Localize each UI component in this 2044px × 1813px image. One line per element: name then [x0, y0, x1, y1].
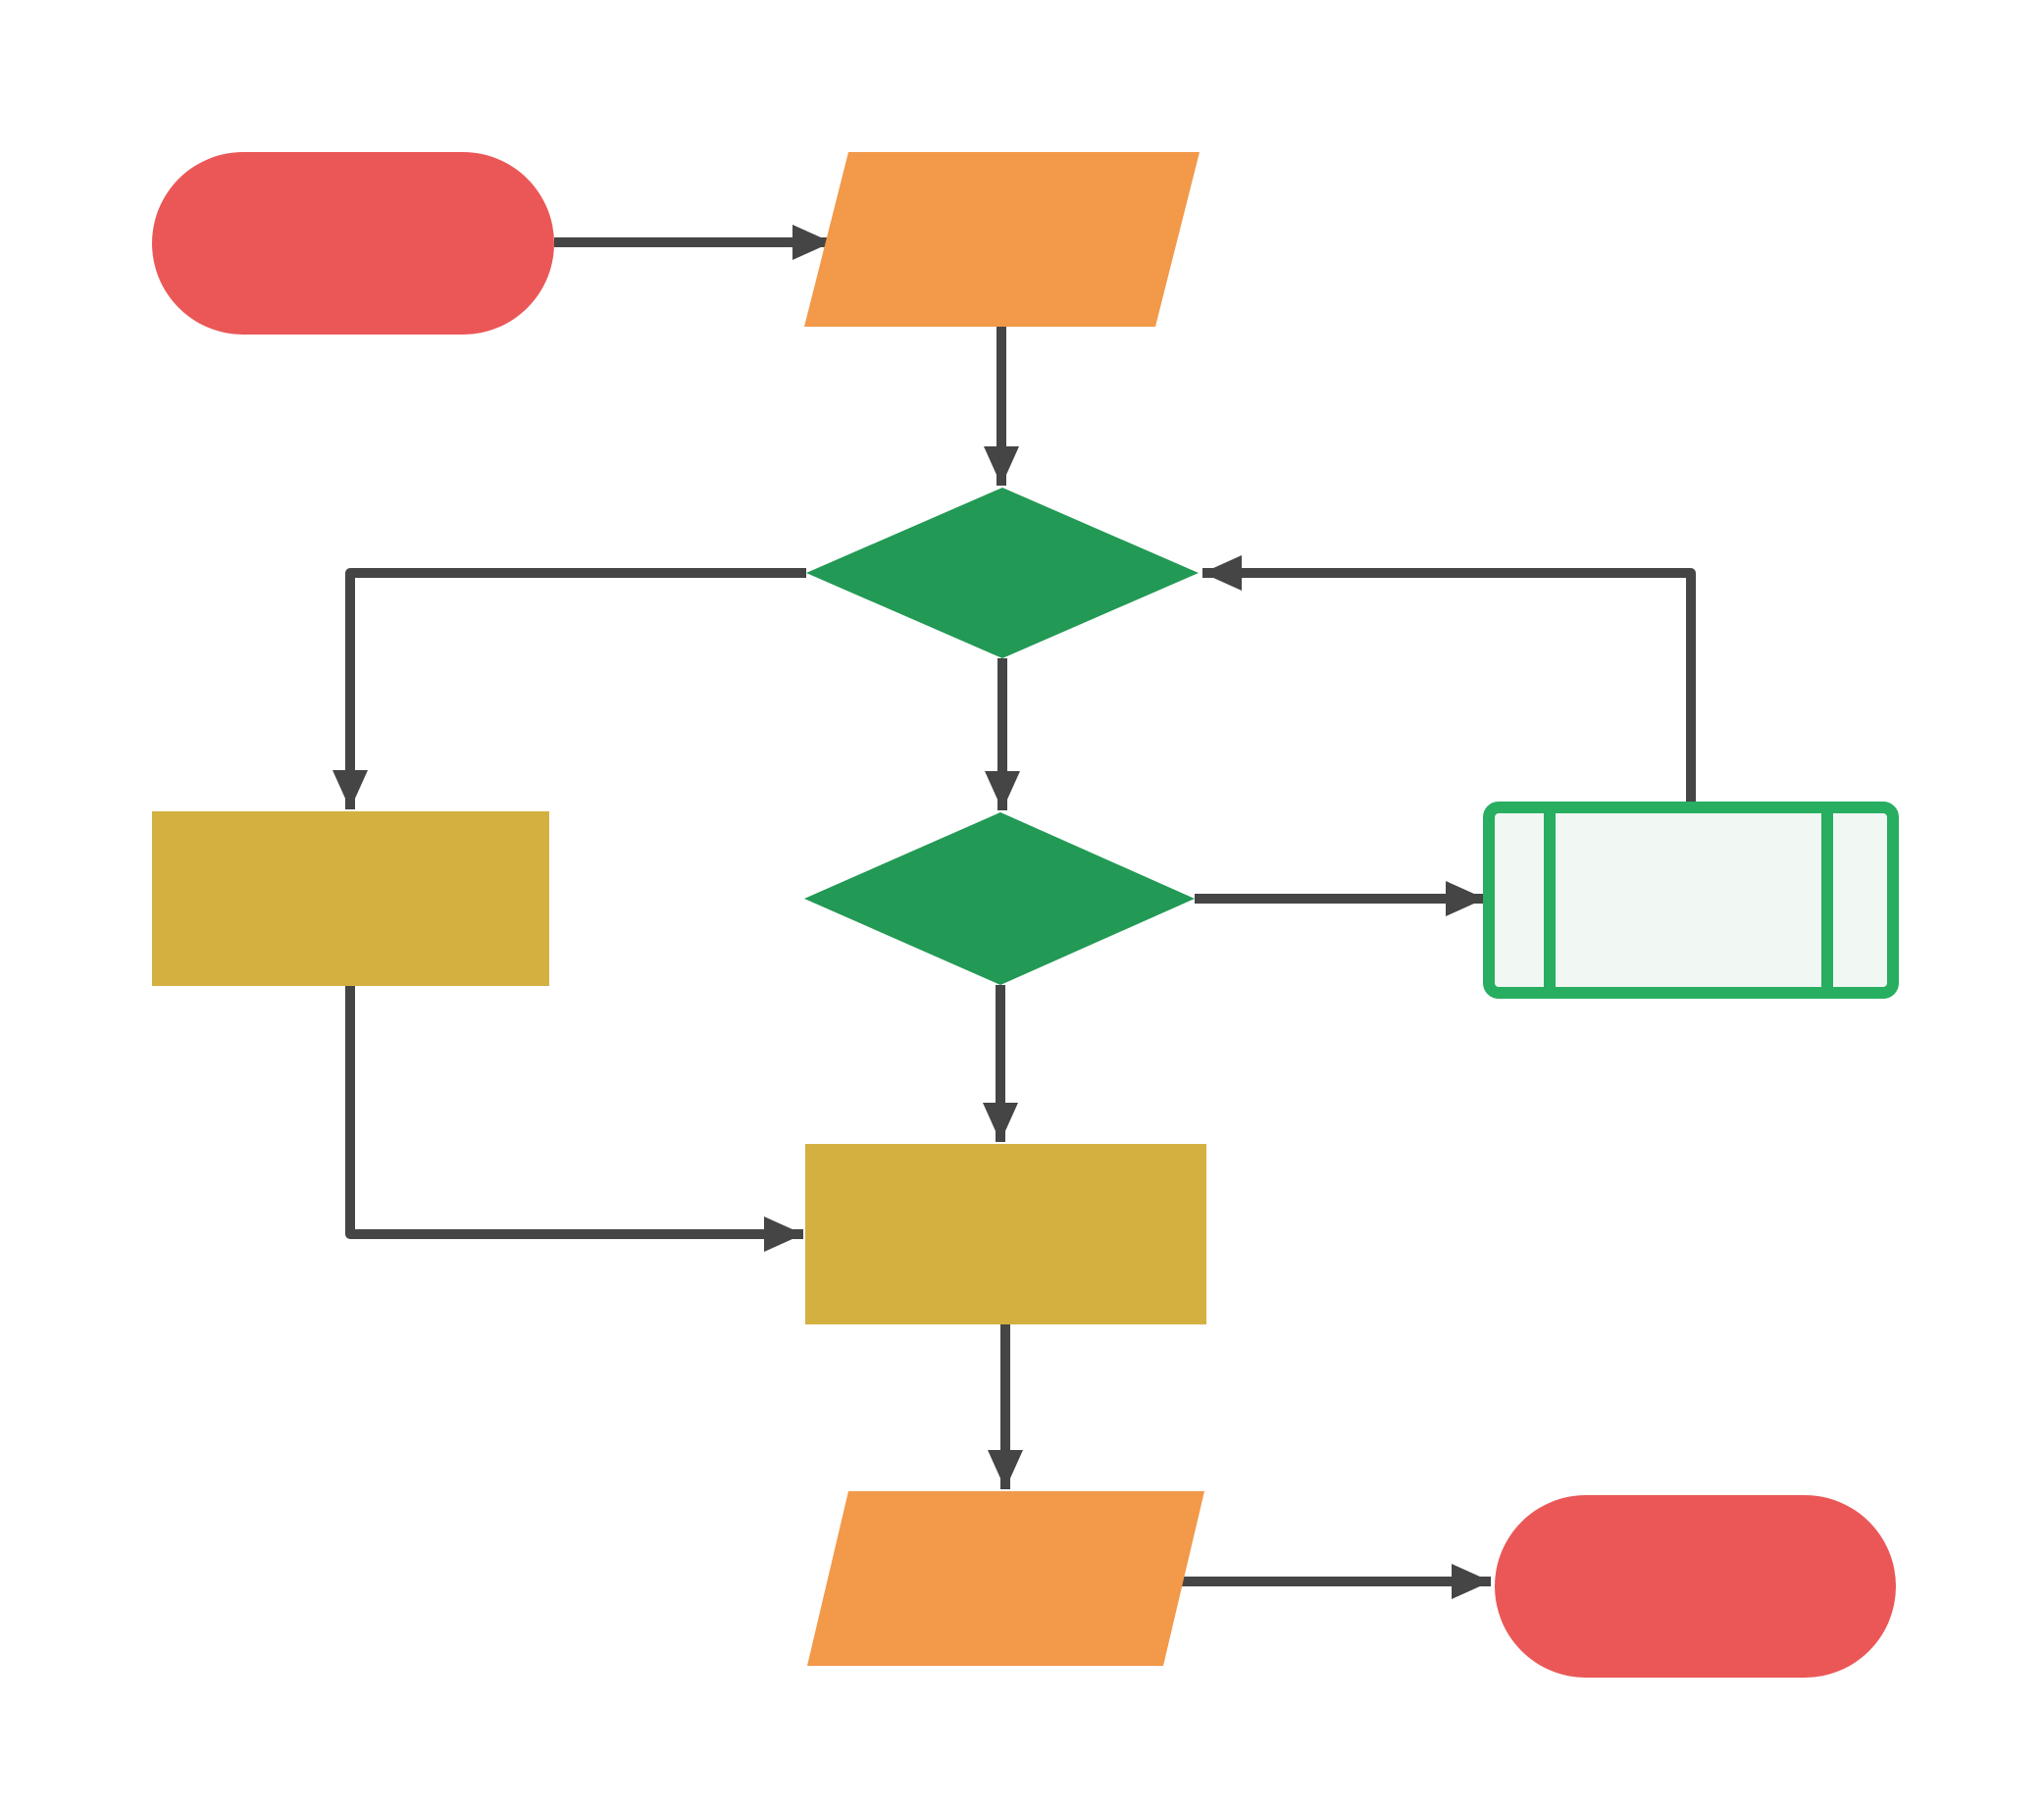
- end-terminator-node[interactable]: [1495, 1495, 1896, 1678]
- process-left-node[interactable]: [152, 811, 549, 986]
- decision-2-node[interactable]: [804, 812, 1195, 985]
- arrow-process-left-to-process-center: [345, 986, 803, 1252]
- decision-1-node[interactable]: [806, 488, 1199, 658]
- input-output-top-node[interactable]: [804, 152, 1200, 327]
- process-center-node[interactable]: [805, 1144, 1206, 1324]
- arrow-decision-1-to-process-left: [332, 568, 806, 809]
- predefined-process-node[interactable]: [1483, 802, 1899, 999]
- connector-layer: [332, 225, 1696, 1599]
- node-layer: [152, 152, 1899, 1678]
- arrow-predefined-to-decision-1: [1202, 555, 1696, 804]
- start-terminator-node[interactable]: [152, 152, 554, 335]
- input-output-bottom-node[interactable]: [807, 1491, 1204, 1666]
